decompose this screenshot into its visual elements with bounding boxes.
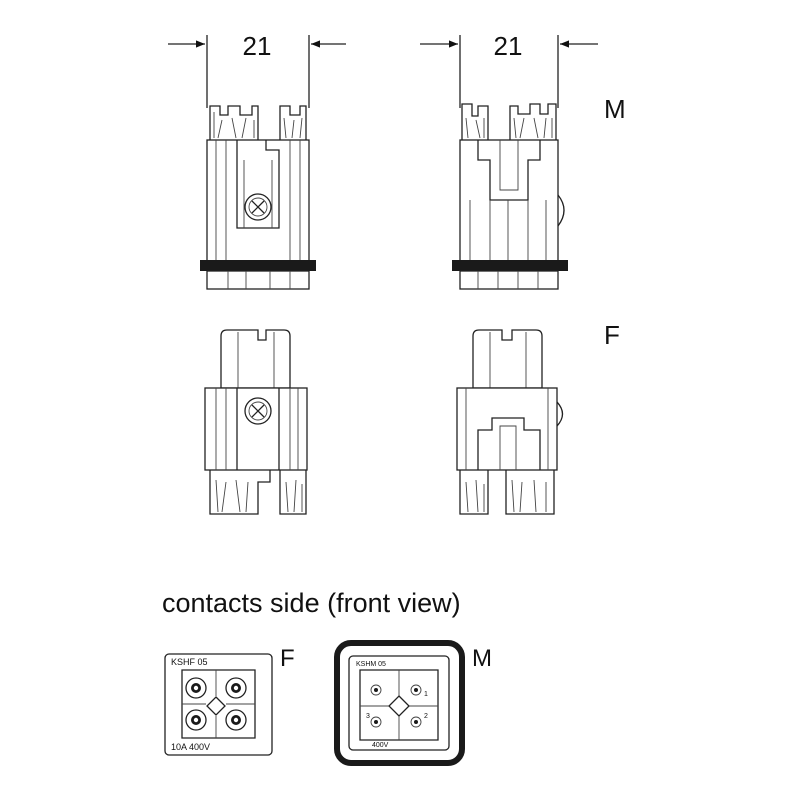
female-socket-3 <box>185 709 207 731</box>
male-front-view: KSHM 05 400V 1 3 2 <box>334 640 465 766</box>
female-contact-block <box>181 669 256 739</box>
svg-text:1: 1 <box>424 691 428 698</box>
sealing-gasket <box>200 260 316 271</box>
male-pin-1 <box>370 684 382 696</box>
female-socket-1 <box>185 677 207 699</box>
female-insert-side-view-left <box>204 329 308 515</box>
dimension-label-21: 21 <box>243 31 272 61</box>
female-rating: 10A 400V <box>171 742 210 752</box>
female-label: F <box>604 320 620 350</box>
male-contact-block <box>359 669 439 741</box>
svg-text:2: 2 <box>424 713 428 720</box>
female-marking: KSHF 05 <box>171 657 208 667</box>
contact-housing <box>220 329 291 389</box>
male-footer: 400V <box>372 742 389 749</box>
insert-body <box>459 139 559 263</box>
male-insert-side-view-left: 21 <box>168 31 346 290</box>
side-latch <box>556 401 564 427</box>
male-pin-4: 2 <box>410 713 428 728</box>
front-male-label: M <box>472 645 492 672</box>
sealing-gasket <box>452 260 568 271</box>
contact-housing <box>472 329 543 389</box>
fixing-screw-icon <box>244 193 272 221</box>
female-socket-4 <box>225 709 247 731</box>
female-front-view: KSHF 05 10A 400V <box>164 653 273 756</box>
male-marking: KSHM 05 <box>356 661 386 668</box>
fixing-screw-icon <box>244 397 272 425</box>
male-pe-contact <box>388 695 410 717</box>
female-insert-side-view-right <box>456 329 564 515</box>
female-socket-2 <box>225 677 247 699</box>
male-pin-2: 1 <box>410 684 428 698</box>
female-pe-contact <box>206 696 226 716</box>
male-insert-side-view-right: 21 <box>420 31 598 290</box>
side-latch <box>557 194 565 227</box>
male-pin-3: 3 <box>366 713 382 728</box>
male-label: M <box>604 94 626 124</box>
insert-body <box>456 387 558 471</box>
front-female-label: F <box>280 645 295 672</box>
dimension-label-21: 21 <box>494 31 523 61</box>
svg-text:3: 3 <box>366 713 370 720</box>
section-title: contacts side (front view) <box>162 588 461 618</box>
